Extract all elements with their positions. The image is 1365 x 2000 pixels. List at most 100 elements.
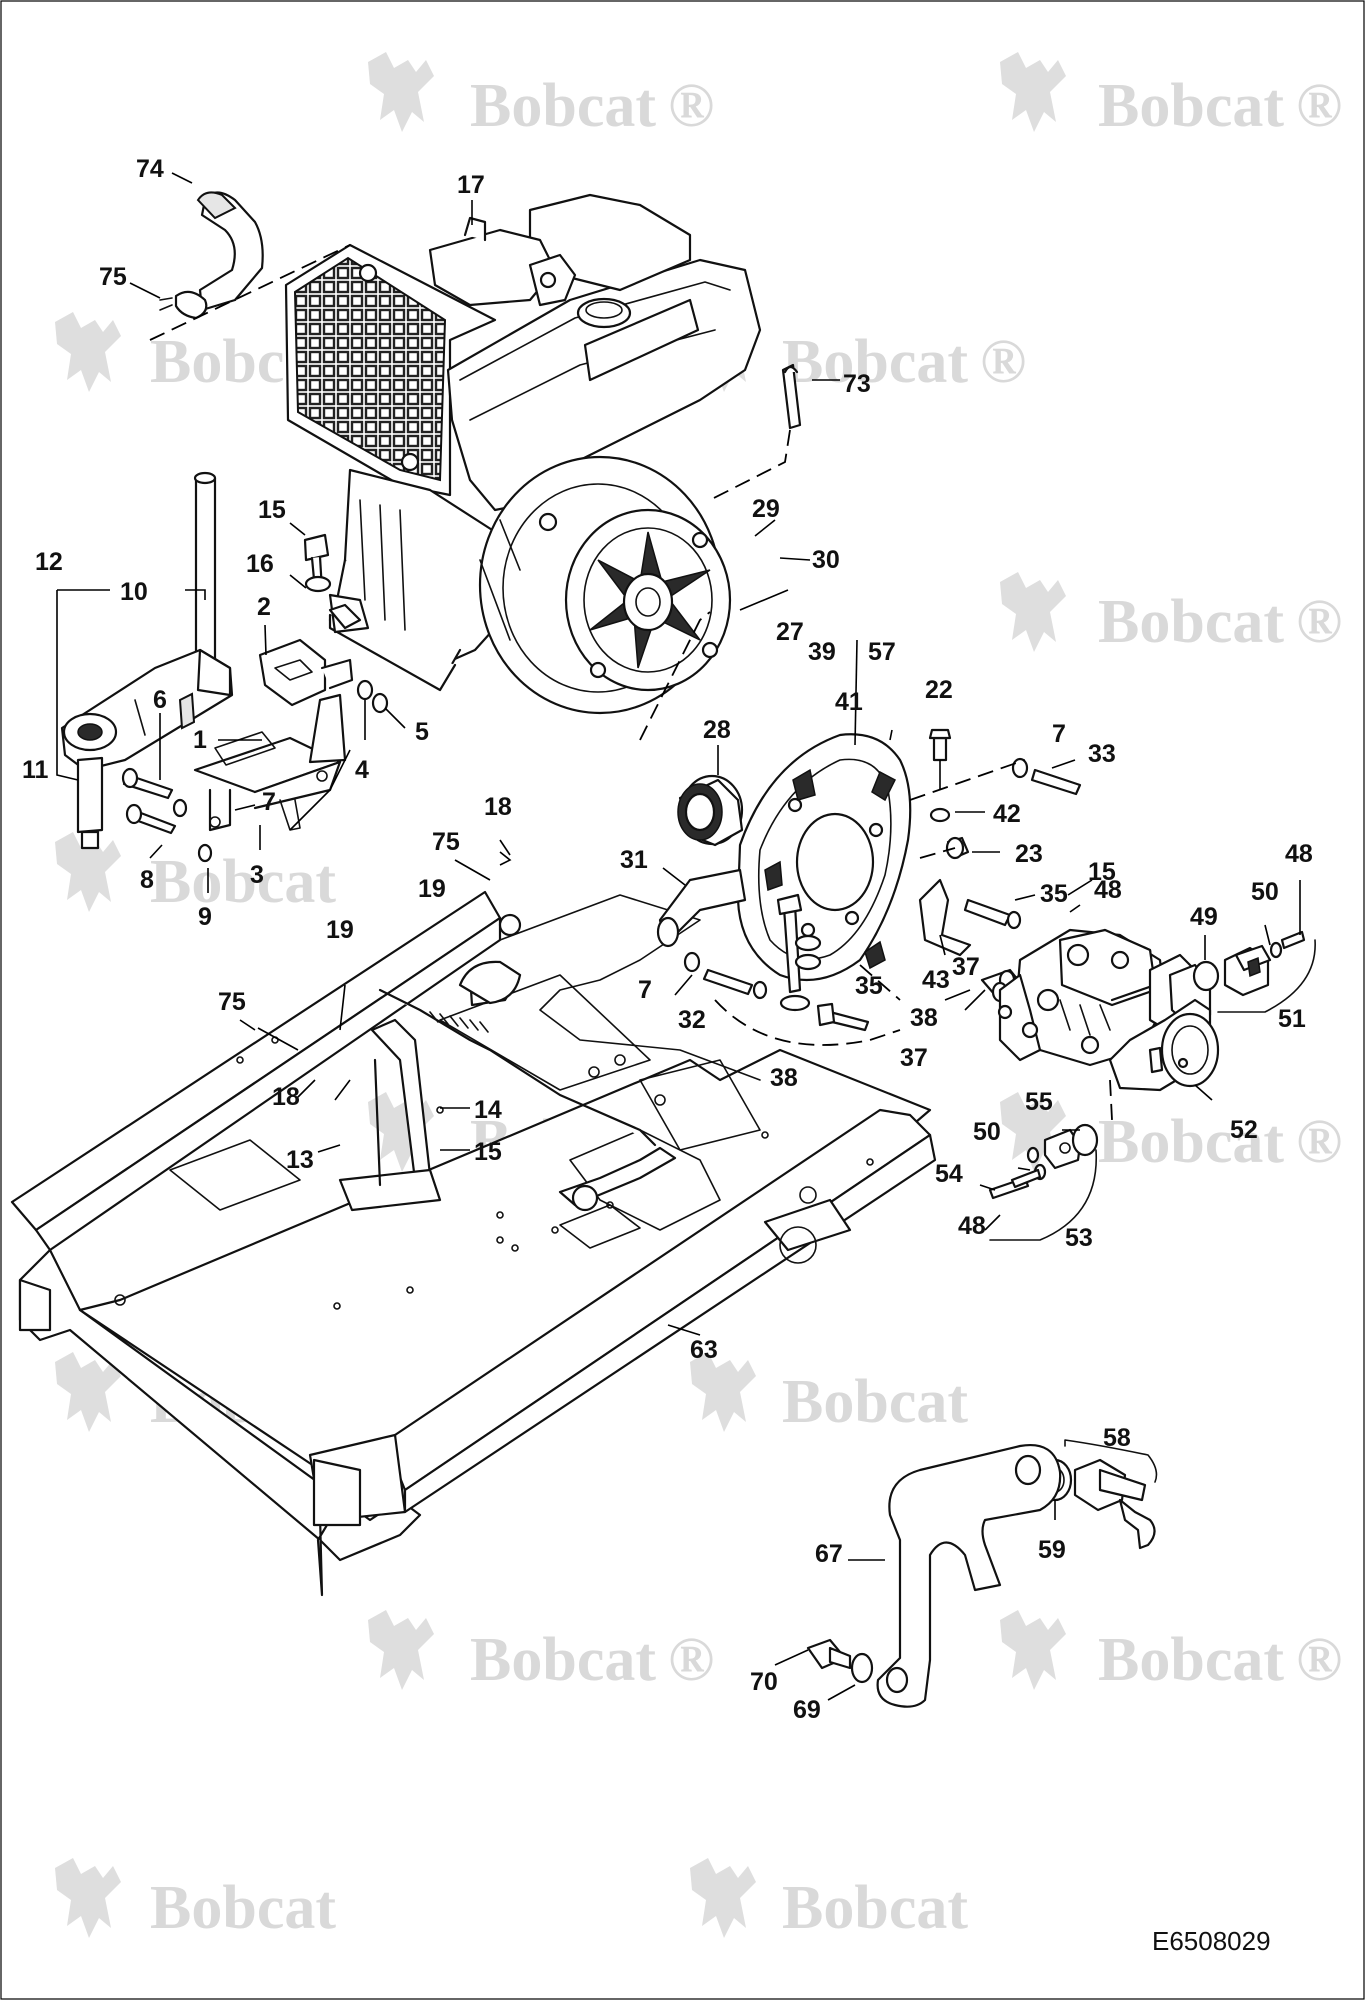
engine <box>284 193 762 715</box>
watermark-registered: ® <box>980 328 1026 396</box>
watermark: Bobcat <box>690 1858 968 1942</box>
watermark: Bobcat <box>55 1858 336 1942</box>
callout-leaders <box>56 172 1301 1701</box>
callout-label: 19 <box>418 875 446 903</box>
callout-label: 37 <box>900 1044 928 1072</box>
coupling-gear <box>639 611 744 847</box>
steering-column <box>60 471 234 850</box>
watermark: Bobcat® <box>368 1610 714 1694</box>
callout-label: 23 <box>1015 840 1043 868</box>
drawing-code: E6508029 <box>1152 1926 1271 1956</box>
callout-label: 12 <box>35 548 63 576</box>
throttle-cable <box>378 988 677 1212</box>
pump-fasteners <box>909 728 1082 860</box>
callout-label: 42 <box>993 800 1021 828</box>
callout-label: 22 <box>925 676 953 704</box>
pedal-arm <box>806 1443 1062 1708</box>
callout-label: 48 <box>958 1212 986 1240</box>
callout-label: 41 <box>835 688 863 716</box>
watermark-text: Bobcat <box>782 1874 968 1942</box>
watermark-text: Bobcat <box>1098 588 1284 656</box>
fitting-58 <box>1037 1439 1158 1550</box>
watermark-registered: ® <box>1296 1108 1342 1176</box>
callout-label: 38 <box>910 1004 938 1032</box>
watermark-text: Bobcat <box>782 328 968 396</box>
hose-clamp <box>174 290 208 320</box>
hose <box>198 191 264 312</box>
bracket-2 <box>258 638 354 707</box>
fitting-51 <box>1192 930 1316 1013</box>
callout-label: 35 <box>855 972 883 1000</box>
watermark: Bobcat® <box>368 52 714 140</box>
watermark: Bobcat® <box>1000 52 1342 140</box>
callout-label: 49 <box>1190 903 1218 931</box>
callout-label: 16 <box>246 550 274 578</box>
watermark: Bobcat® <box>1000 1610 1342 1694</box>
callout-label: 7 <box>1052 720 1066 748</box>
callout-label: 10 <box>120 578 148 606</box>
callout-label: 38 <box>770 1064 798 1092</box>
callout-label: 74 <box>136 155 164 183</box>
callout-label: 37 <box>952 953 980 981</box>
callout-label: 14 <box>474 1096 502 1124</box>
callout-label: 18 <box>272 1083 300 1111</box>
fasteners-16-17 <box>303 533 362 630</box>
callout-label: 33 <box>1088 740 1116 768</box>
watermark-text: Bobcat <box>470 72 656 140</box>
callout-label: 50 <box>1251 878 1279 906</box>
watermark-registered: ® <box>1296 72 1342 140</box>
watermark-text: Bobcat <box>150 1874 336 1942</box>
gear-pump <box>1108 998 1220 1092</box>
callout-label: 35 <box>1040 880 1068 908</box>
callout-label: 48 <box>1094 876 1122 904</box>
callout-label: 75 <box>218 988 246 1016</box>
pedal-bracket <box>338 913 522 1212</box>
callout-label: 3 <box>250 861 264 889</box>
callout-label: 2 <box>257 593 271 621</box>
bolts-6-8-9 <box>121 767 213 863</box>
housing-fasteners <box>683 893 901 1046</box>
callout-label: 15 <box>1088 858 1116 886</box>
callout-label: 18 <box>484 793 512 821</box>
callout-label: 29 <box>752 495 780 523</box>
watermark-registered: ® <box>668 1626 714 1694</box>
watermark-registered: ® <box>1296 588 1342 656</box>
callout-label: 30 <box>812 546 840 574</box>
chassis-frame <box>10 890 937 1597</box>
callout-label: 7 <box>638 976 652 1004</box>
watermark-layer: Bobcat® Bobcat® Bobcat Bobcat® Bobcat® B… <box>55 52 1342 1942</box>
callout-label: 31 <box>620 846 648 874</box>
callout-label: 28 <box>703 716 731 744</box>
watermark: Bobcat <box>55 832 336 916</box>
callout-label: 9 <box>198 903 212 931</box>
callout-label: 1 <box>193 726 207 754</box>
callout-label: 58 <box>1103 1424 1131 1452</box>
callout-label: 5 <box>415 718 429 746</box>
watermark-registered: ® <box>668 72 714 140</box>
callout-label: 13 <box>286 1146 314 1174</box>
callout-label: 27 <box>776 618 804 646</box>
callout-label: 73 <box>843 370 871 398</box>
callout-label: 59 <box>1038 1536 1066 1564</box>
callout-label: 39 <box>808 638 836 666</box>
callout-label: 50 <box>973 1118 1001 1146</box>
callout-label: 55 <box>1025 1088 1053 1116</box>
mounting-plate <box>193 693 347 832</box>
watermark: Bobcat® <box>690 312 1026 396</box>
callout-label: 17 <box>457 171 485 199</box>
callout-label: 7 <box>262 788 276 816</box>
callout-label: 75 <box>99 263 127 291</box>
callout-label: 75 <box>432 828 460 856</box>
callouts: 74 75 17 73 15 16 2 12 10 11 6 1 4 5 7 3… <box>22 155 1313 1724</box>
radiator-grille <box>293 256 447 482</box>
watermark: Bobcat <box>690 1352 968 1436</box>
callout-label: 53 <box>1065 1224 1093 1252</box>
callout-label: 67 <box>815 1540 843 1568</box>
callout-label: 69 <box>793 1696 821 1724</box>
callout-label: 6 <box>153 686 167 714</box>
watermark-text: Bobcat <box>150 848 336 916</box>
watermark: Bobcat® <box>1000 1092 1342 1176</box>
callout-label: 63 <box>690 1336 718 1364</box>
